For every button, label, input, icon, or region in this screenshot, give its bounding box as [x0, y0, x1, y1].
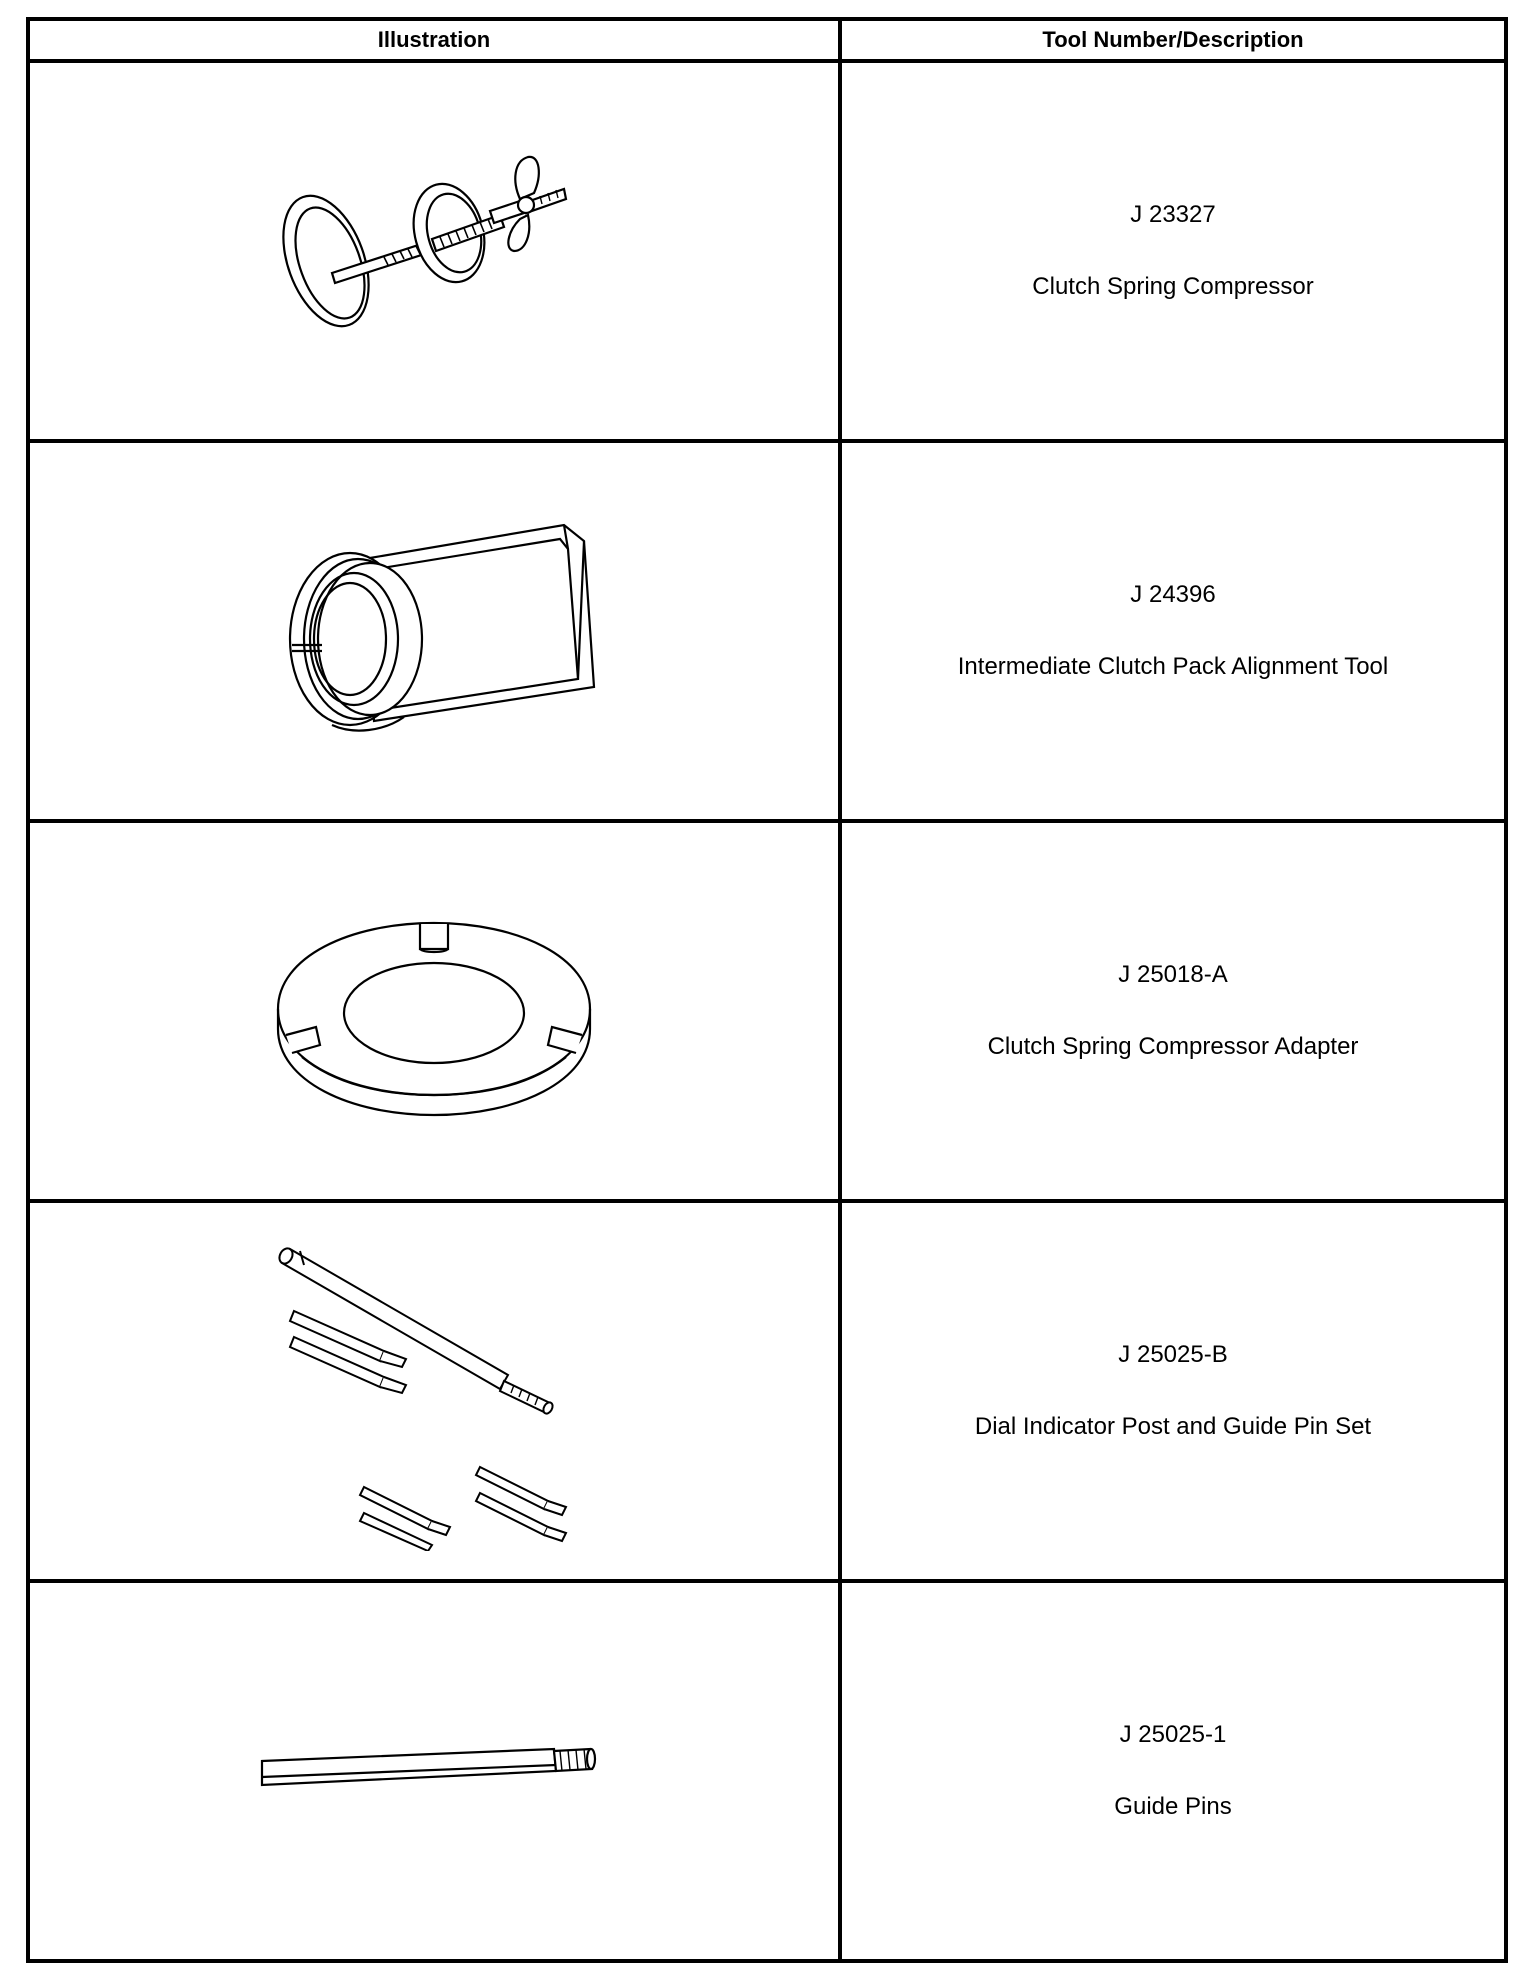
table-row: J 25018-A Clutch Spring Compressor Adapt…	[26, 819, 1508, 1203]
compressor-adapter-icon	[276, 921, 592, 1117]
tool-description: Clutch Spring Compressor Adapter	[987, 1033, 1359, 1060]
tool-description-cell: J 25018-A Clutch Spring Compressor Adapt…	[838, 819, 1508, 1203]
illustration-cell	[26, 59, 842, 443]
tool-description: Guide Pins	[1114, 1793, 1232, 1820]
illustration-cell	[26, 819, 842, 1203]
tool-number: J 23327	[1130, 201, 1216, 228]
table-row: J 24396 Intermediate Clutch Pack Alignme…	[26, 439, 1508, 823]
header-tool-description: Tool Number/Description	[838, 17, 1508, 63]
tool-description: Intermediate Clutch Pack Alignment Tool	[957, 653, 1389, 680]
tool-description-cell: J 25025-1 Guide Pins	[838, 1579, 1508, 1963]
illustration-cell	[26, 1199, 842, 1583]
table-row: J 25025-1 Guide Pins	[26, 1579, 1508, 1963]
tool-number: J 25018-A	[1118, 961, 1228, 988]
guide-pin-icon	[260, 1747, 597, 1787]
tool-description-cell: J 24396 Intermediate Clutch Pack Alignme…	[838, 439, 1508, 823]
illustration-cell	[26, 439, 842, 823]
illustration-cell	[26, 1579, 842, 1963]
tool-description: Dial Indicator Post and Guide Pin Set	[974, 1413, 1372, 1440]
table-row: J 25025-B Dial Indicator Post and Guide …	[26, 1199, 1508, 1583]
alignment-tool-icon	[288, 523, 596, 732]
tool-description: Clutch Spring Compressor	[1032, 273, 1314, 300]
header-row: Illustration Tool Number/Description	[26, 17, 1508, 63]
tool-number: J 24396	[1130, 581, 1216, 608]
header-illustration: Illustration	[26, 17, 842, 63]
clutch-spring-compressor-icon	[282, 155, 568, 328]
tool-number: J 25025-1	[1119, 1721, 1227, 1748]
tool-description-cell: J 23327 Clutch Spring Compressor	[838, 59, 1508, 443]
tool-number: J 25025-B	[1118, 1341, 1228, 1368]
table-row: J 23327 Clutch Spring Compressor	[26, 59, 1508, 443]
special-tools-table: Illustration Tool Number/Description	[26, 17, 1508, 1963]
tool-description-cell: J 25025-B Dial Indicator Post and Guide …	[838, 1199, 1508, 1583]
post-and-pin-set-icon	[278, 1247, 568, 1551]
